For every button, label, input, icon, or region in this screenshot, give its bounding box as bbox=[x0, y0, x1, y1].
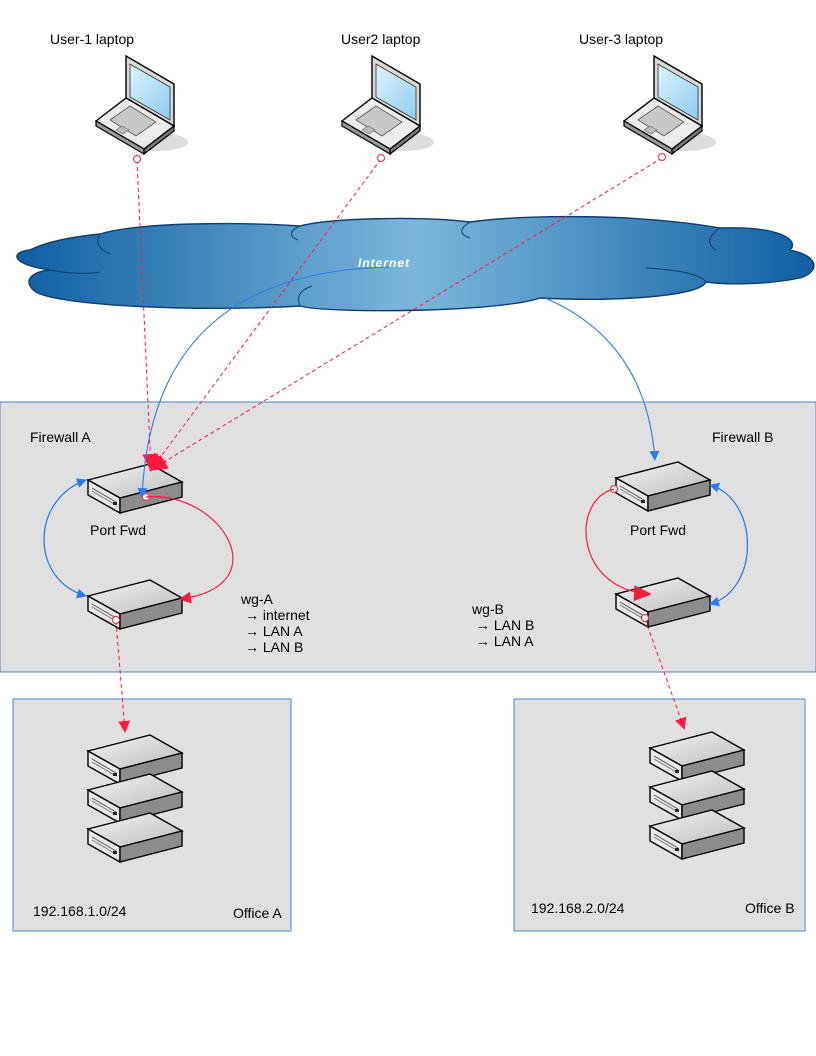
wg-b-route: → LAN A bbox=[476, 633, 534, 649]
office-a-subnet: 192.168.1.0/24 bbox=[33, 903, 127, 919]
wg-b-route: → LAN B bbox=[476, 617, 535, 633]
wg-a-route: → internet bbox=[245, 607, 310, 623]
office-b-name: Office B bbox=[745, 900, 795, 916]
user-1-laptop-icon bbox=[95, 55, 189, 155]
wg-b-title: wg-B bbox=[472, 601, 504, 617]
user-3-link bbox=[149, 157, 663, 472]
firewall-a-port-fwd-curve bbox=[145, 496, 234, 604]
firewall-b-label: Firewall B bbox=[712, 429, 774, 445]
user-1-link bbox=[136, 159, 159, 472]
office-b-zone bbox=[513, 698, 806, 932]
office-b-subnet: 192.168.2.0/24 bbox=[531, 900, 625, 916]
internet-firewall-b-link bbox=[544, 297, 660, 461]
internet-firewall-a-link bbox=[137, 266, 391, 498]
user-1-label: User-1 laptop bbox=[50, 31, 135, 47]
firewall-b-port-fwd-label: Port Fwd bbox=[630, 522, 687, 538]
wg-a-to-office-a-link bbox=[115, 620, 131, 733]
firewall-a-port-fwd-label: Port Fwd bbox=[90, 522, 147, 538]
wg-a-firewall-a-link bbox=[43, 478, 87, 597]
firewall-zone bbox=[0, 401, 816, 673]
wg-a-route: → LAN A bbox=[245, 623, 303, 639]
wg-b-routes: wg-B → LAN B → LAN A bbox=[472, 601, 534, 649]
user-3-laptop-icon bbox=[623, 55, 717, 155]
user-3-label: User-3 laptop bbox=[579, 31, 664, 47]
user-2-link bbox=[149, 158, 382, 472]
wg-a-title: wg-A bbox=[241, 591, 273, 607]
wg-b-to-office-b-link bbox=[644, 618, 687, 730]
internet-cloud bbox=[16, 215, 815, 312]
wg-a-route: → LAN B bbox=[245, 639, 304, 655]
firewall-b-port-fwd-curve bbox=[585, 488, 652, 602]
wg-a-routes: wg-A → internet → LAN A → LAN B bbox=[241, 591, 310, 655]
user-2-laptop-icon bbox=[341, 55, 435, 155]
internet-label: Internet bbox=[358, 256, 411, 270]
user-2-label: User2 laptop bbox=[341, 31, 421, 47]
wg-b-firewall-b-link bbox=[709, 482, 749, 605]
office-a-name: Office A bbox=[233, 905, 282, 921]
firewall-a-label: Firewall A bbox=[30, 429, 91, 445]
